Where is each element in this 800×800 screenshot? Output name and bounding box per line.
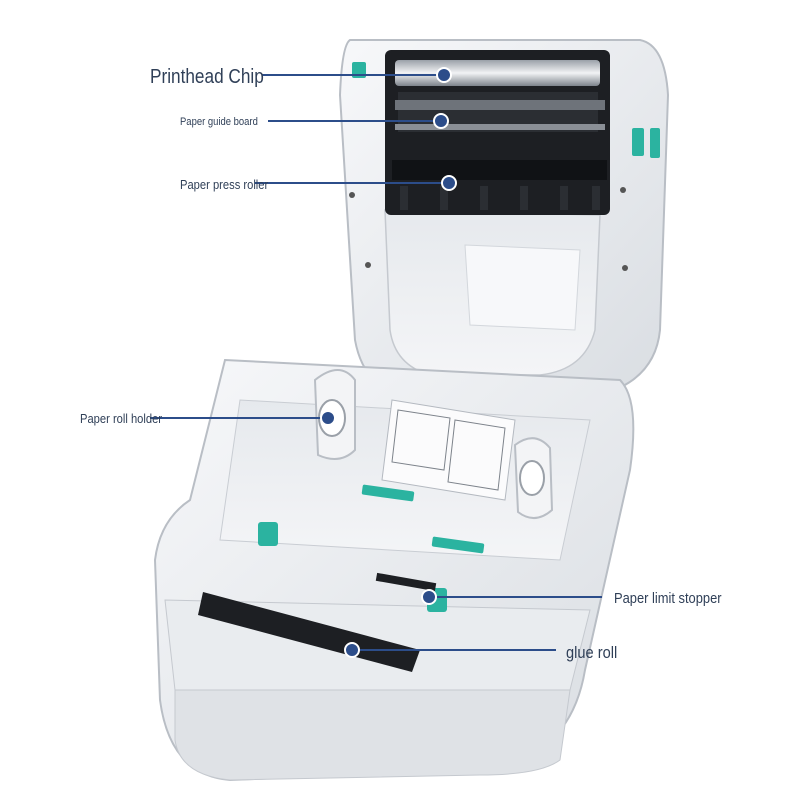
label-paper-press-roller: Paper press roller xyxy=(180,177,269,192)
label-paper-guide-board: Paper guide board xyxy=(180,116,258,128)
label-paper-roll-holder: Paper roll holder xyxy=(80,411,163,426)
callout-dots xyxy=(320,67,457,658)
callout-dot-press xyxy=(441,175,457,191)
callout-dot-limit xyxy=(421,589,437,605)
callout-dot-guide xyxy=(433,113,449,129)
callout-dot-glue xyxy=(344,642,360,658)
callout-lines xyxy=(150,74,602,651)
callout-dot-printhead xyxy=(436,67,452,83)
glue-roll-bar xyxy=(198,572,437,672)
printhead-assembly xyxy=(385,50,610,215)
callout-dot-holder xyxy=(320,410,336,426)
instruction-sticker xyxy=(381,399,516,501)
label-printhead-chip: Printhead Chip xyxy=(150,66,264,88)
label-glue-roll: glue roll xyxy=(566,643,618,662)
label-paper-limit-stopper: Paper limit stopper xyxy=(614,590,722,607)
